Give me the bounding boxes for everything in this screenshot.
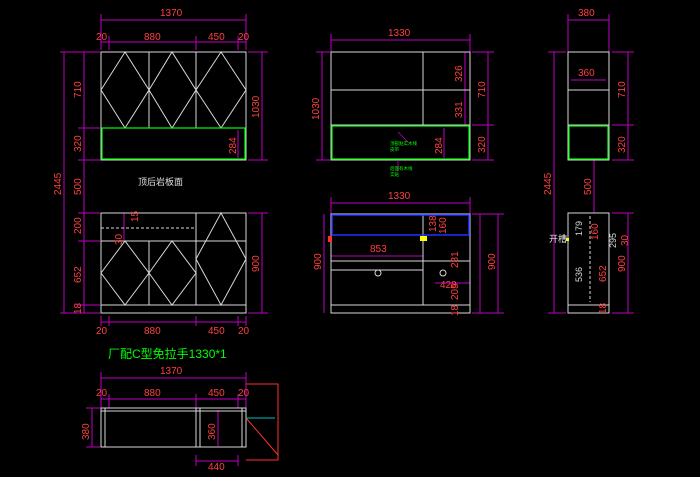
lower-right-dim-5: 205 <box>450 283 461 300</box>
end-lower-inner-3: 295 <box>608 233 618 248</box>
front-inner-lower-a: 15 <box>130 210 141 222</box>
lower-right-dim-4: 428 <box>440 280 457 291</box>
lower-right-dim-3: 281 <box>450 251 461 268</box>
front-top-seg-3: 450 <box>208 32 225 43</box>
side-right-dim-2: 331 <box>454 101 465 118</box>
plan-view: 厂配C型免拉手1330*1 <box>81 346 279 473</box>
front-bottom-seg-2: 880 <box>144 326 161 337</box>
plan-top-width: 1370 <box>160 366 183 377</box>
lower-right-dim-6: 18 <box>450 304 461 316</box>
side-inner: 284 <box>434 137 445 154</box>
end-inner-width: 360 <box>578 68 595 79</box>
front-left-seg-6: 18 <box>73 302 84 314</box>
front-view: 1370 20 880 450 20 20 880 450 20 2445 71… <box>53 8 268 337</box>
end-top-width: 380 <box>578 8 595 19</box>
front-left-seg-1: 710 <box>73 81 84 98</box>
side-note-2: 后面有木线 <box>390 165 413 172</box>
plan-bottom: 440 <box>208 462 225 473</box>
plan-seg-1: 20 <box>96 388 108 399</box>
side-note-2b: 实贴 <box>390 171 399 178</box>
lower-left-dim: 900 <box>313 253 324 270</box>
front-note: 顶后岩板面 <box>138 176 183 187</box>
end-upper-dim-2: 320 <box>617 136 628 153</box>
side-outer-right-2: 320 <box>477 136 488 153</box>
side-view-lower: 1330 853 900 138 160 281 428 205 18 900 <box>313 191 504 316</box>
front-right-lower: 900 <box>251 255 262 272</box>
front-left-outer: 2445 <box>53 172 64 195</box>
plan-seg-4: 20 <box>238 388 250 399</box>
side-right-dim-1: 326 <box>454 65 465 82</box>
side-top-width: 1330 <box>388 28 411 39</box>
lower-right-dim-2: 160 <box>438 217 449 234</box>
front-bottom-seg-4: 20 <box>238 326 250 337</box>
end-lower-inner-1: 179 <box>574 221 584 236</box>
end-lower-right: 900 <box>617 255 628 272</box>
end-lower-dim-1: 500 <box>583 178 594 195</box>
lower-top-width: 1330 <box>388 191 411 202</box>
front-left-seg-2: 320 <box>73 135 84 152</box>
front-bottom-seg-3: 450 <box>208 326 225 337</box>
plan-depth: 380 <box>81 423 92 440</box>
front-top-seg-1: 20 <box>96 32 108 43</box>
end-small-dim: 30 <box>620 234 631 246</box>
end-outer: 2445 <box>543 172 554 195</box>
lower-drawer-width: 853 <box>370 244 387 255</box>
side-note-1b: 皮带 <box>390 146 399 153</box>
front-top-seg-2: 880 <box>144 32 161 43</box>
plan-title: 厂配C型免拉手1330*1 <box>108 346 227 361</box>
front-inner-lower-b: 30 <box>114 233 125 245</box>
end-view: 380 360 710 320 500 2445 900 30 160 652 … <box>543 8 634 314</box>
end-upper-dim-1: 710 <box>617 81 628 98</box>
end-lower-inner-5: 652 <box>598 265 609 282</box>
plan-seg-2: 880 <box>144 388 161 399</box>
end-lower-inner-6: 18 <box>598 302 609 314</box>
front-left-seg-5: 652 <box>73 266 84 283</box>
plan-inner-depth: 360 <box>207 423 218 440</box>
end-lower-inner-2: 160 <box>590 223 601 240</box>
lower-outer-right: 900 <box>487 253 498 270</box>
end-open-label: 开槽 <box>549 233 567 244</box>
side-left-dim: 1030 <box>311 97 322 120</box>
side-view-upper: 1330 1030 326 331 710 320 284 顶部贴实木线 皮带 … <box>311 28 494 178</box>
front-bottom-seg-1: 20 <box>96 326 108 337</box>
front-left-seg-4: 200 <box>73 217 84 234</box>
side-note-1: 顶部贴实木线 <box>390 140 417 147</box>
lower-right-dim-1: 138 <box>428 215 439 232</box>
front-left-seg-3: 500 <box>73 178 84 195</box>
side-outer-right-1: 710 <box>477 81 488 98</box>
end-lower-inner-4: 536 <box>574 267 584 282</box>
front-right-upper: 1030 <box>251 95 262 118</box>
front-top-width: 1370 <box>160 8 183 19</box>
front-inner-upper: 284 <box>228 137 239 154</box>
plan-seg-3: 450 <box>208 388 225 399</box>
front-top-seg-4: 20 <box>238 32 250 43</box>
